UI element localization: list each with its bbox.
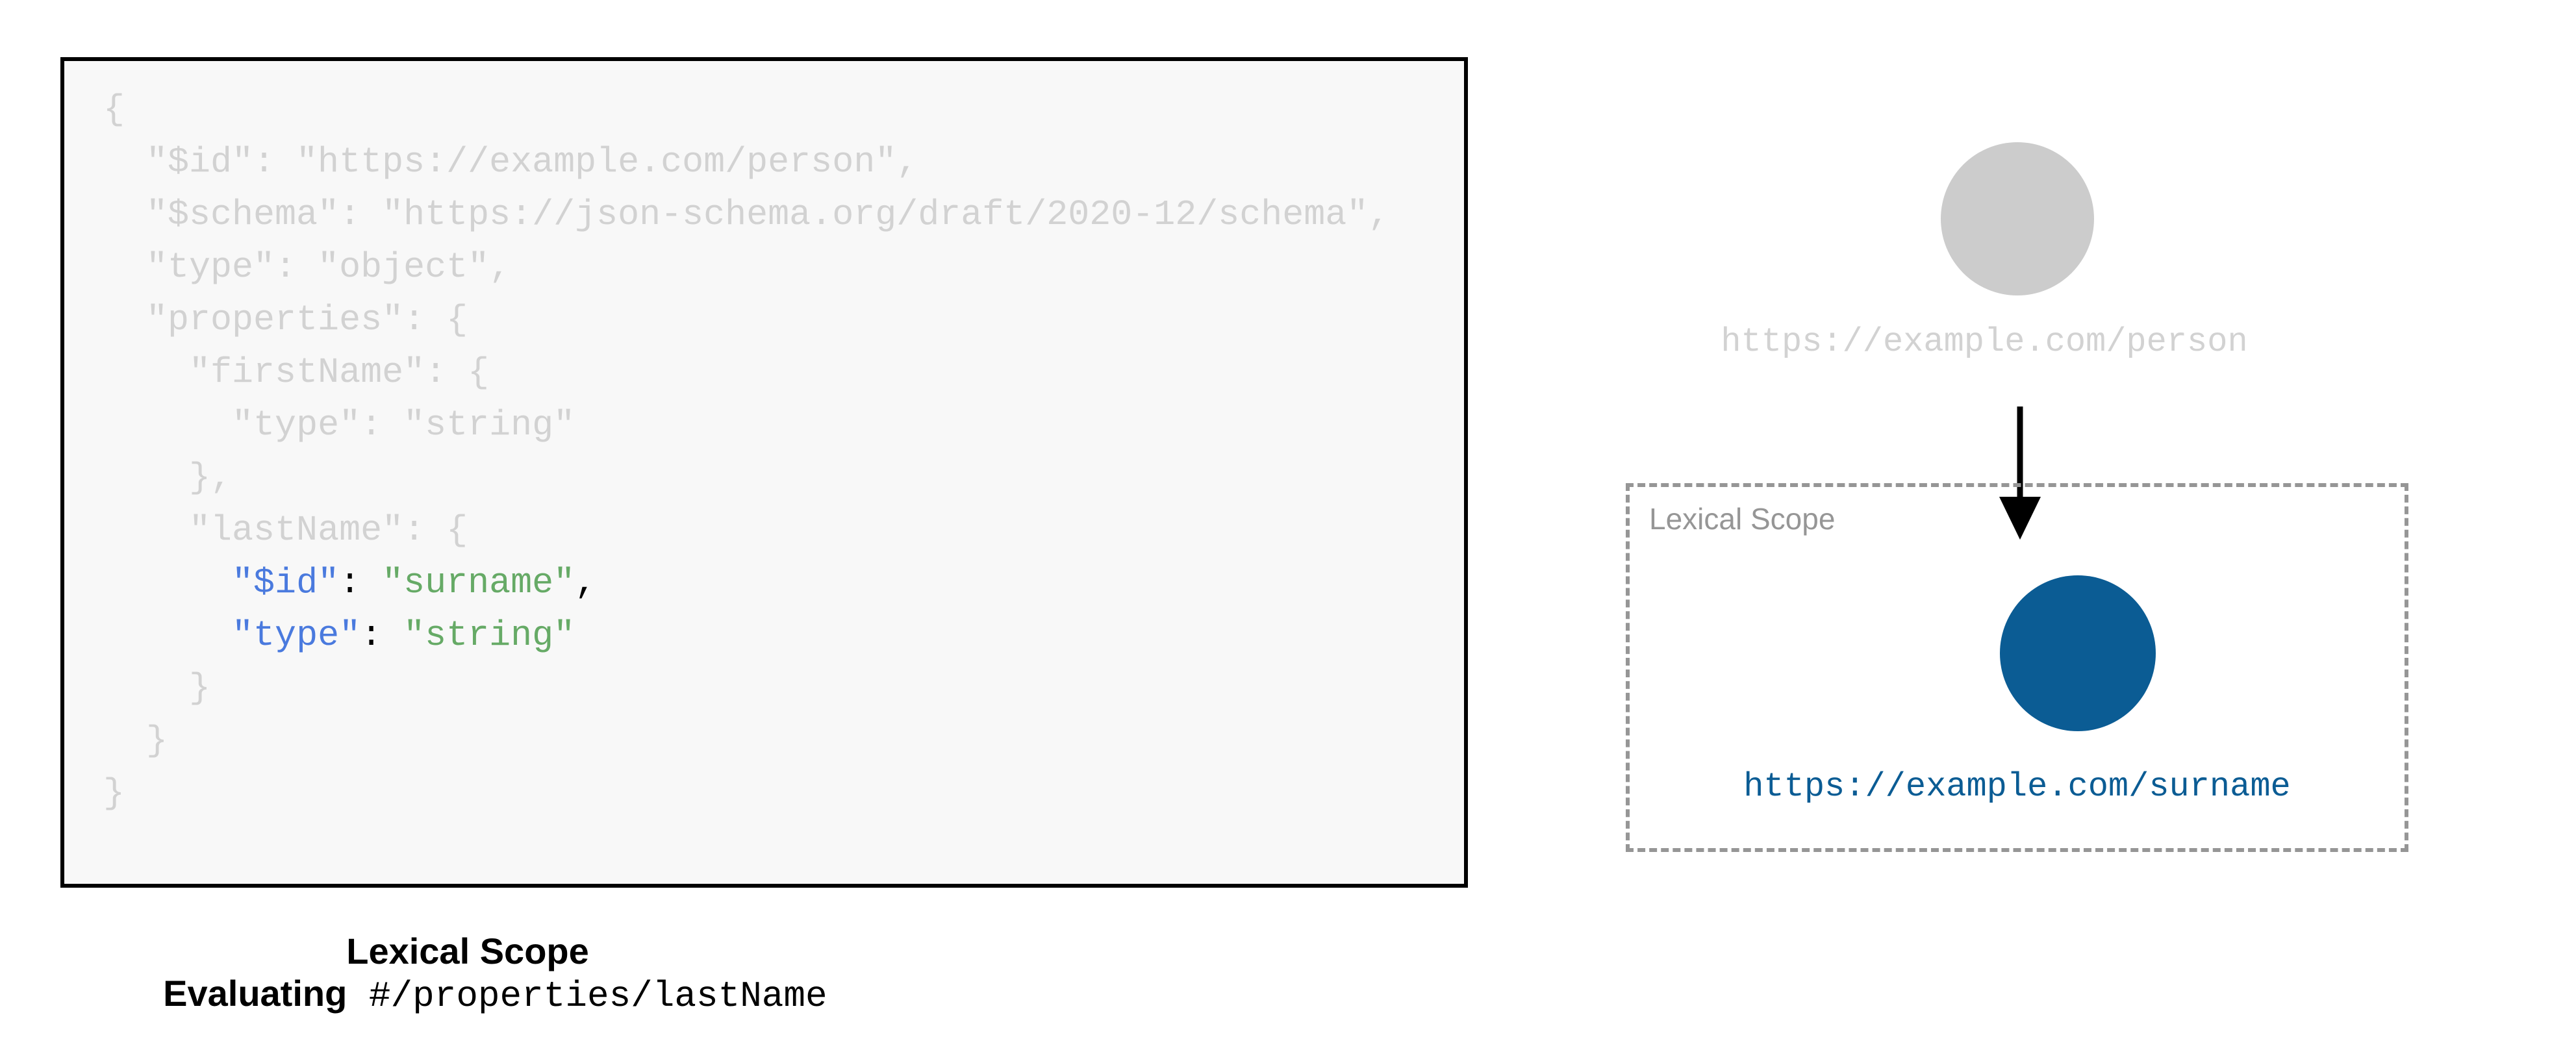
code-token-punct: : [339,562,383,603]
code-line: "$id": "surname", [103,562,596,603]
code-indent [103,720,146,761]
code-token-dim: "properties": { [146,299,468,340]
inner-schema-node-circle [2000,575,2156,731]
code-token-dim: "type": "object", [146,247,511,288]
code-indent [103,299,146,340]
code-indent [103,405,232,445]
code-indent [103,510,189,551]
code-line: { [103,89,125,130]
caption-label-evaluating: Evaluating [163,973,347,1014]
lexical-scope-diagram: https://example.com/person Lexical Scope… [1572,0,2507,1039]
code-line: "properties": { [103,299,468,340]
outer-schema-node-circle [1941,142,2094,295]
code-token-dim: "firstName": { [189,352,490,393]
code-indent [103,142,146,182]
code-figure-panel: { "$id": "https://example.com/person", "… [60,57,1468,888]
code-token-dim: } [103,773,125,814]
code-token-punct: , [575,562,597,603]
code-token-punct: : [360,615,404,656]
caption-json-pointer: #/properties/lastName [347,975,827,1017]
code-token-dim: "lastName": { [189,510,468,551]
scope-arrow-icon [1999,407,2041,540]
code-line: }, [103,457,232,498]
code-indent [103,668,189,708]
code-indent [103,352,189,393]
code-figure-caption: Evaluating #/properties/lastName [143,930,827,1017]
code-line: "type": "string" [103,405,575,445]
code-line: "$id": "https://example.com/person", [103,142,918,182]
code-line: } [103,773,125,814]
code-token-dim: "$id": "https://example.com/person", [146,142,918,182]
code-indent [103,615,232,656]
code-line: "firstName": { [103,352,489,393]
code-line: } [103,720,168,761]
code-token-dim: "$schema": "https://json-schema.org/draf… [146,194,1390,235]
code-indent [103,457,189,498]
code-line: "$schema": "https://json-schema.org/draf… [103,194,1389,235]
code-token-dim: "type": "string" [232,405,575,445]
code-token-dim: { [103,89,125,130]
code-token-dim: }, [189,457,233,498]
code-line: "lastName": { [103,510,468,551]
code-token-str: "surname" [382,562,575,603]
code-line: "type": "string" [103,615,575,656]
outer-schema-node-label: https://example.com/person [1721,323,2248,361]
code-token-key: "type" [232,615,361,656]
code-token-str: "string" [403,615,575,656]
inner-schema-node-label: https://example.com/surname [1743,768,2291,806]
lexical-scope-box: Lexical Scope https://example.com/surnam… [1626,483,2408,852]
lexical-scope-box-label: Lexical Scope [1649,502,1836,536]
code-line: } [103,668,210,708]
code-line: "type": "object", [103,247,511,288]
code-token-key: "$id" [232,562,340,603]
code-token-dim: } [146,720,168,761]
code-indent [103,562,232,603]
code-indent [103,194,146,235]
code-indent [103,247,146,288]
code-token-dim: } [189,668,211,708]
json-code-listing: { "$id": "https://example.com/person", "… [103,83,1389,820]
scope-figure-caption: Lexical Scope [346,931,589,971]
